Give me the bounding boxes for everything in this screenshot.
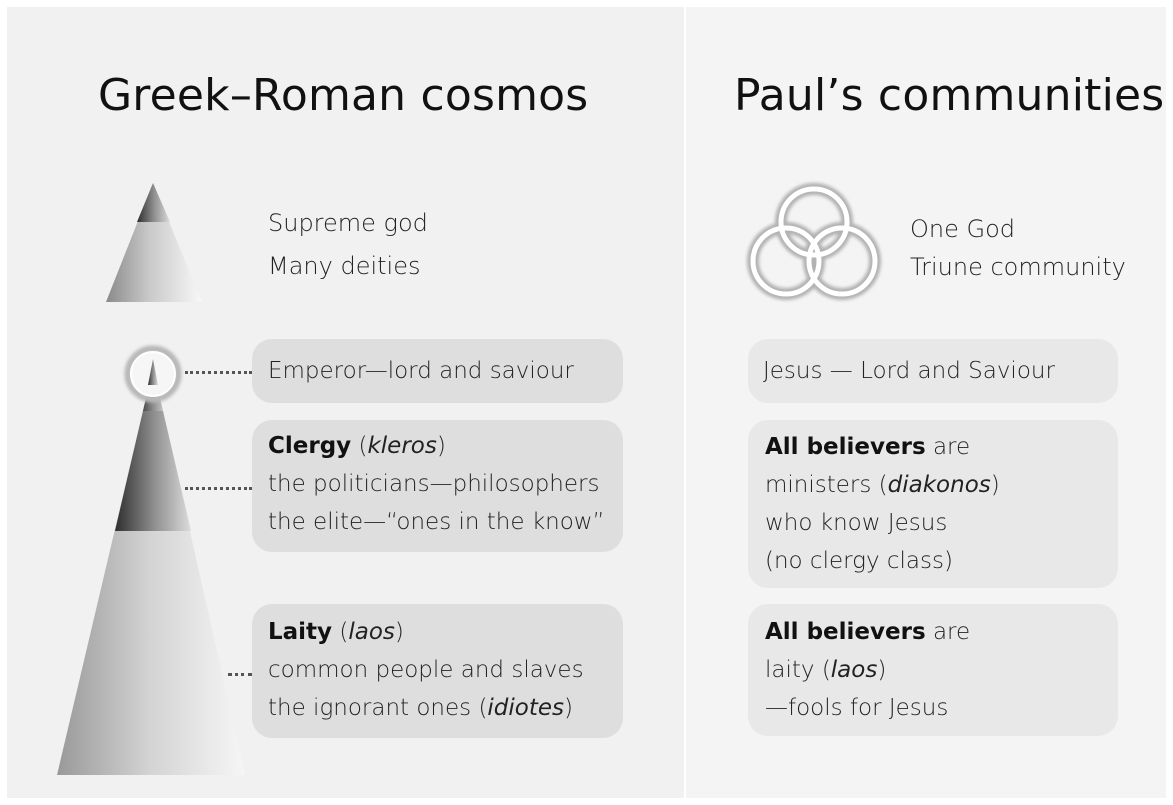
ministers-line-2-pre: ministers (	[765, 472, 888, 498]
clergy-paren-close: )	[436, 433, 446, 459]
clergy-heading-line: Clergy (kleros)	[268, 427, 623, 465]
clergy-heading: Clergy	[268, 433, 352, 459]
ministers-line-2: ministers (diakonos)	[765, 466, 1118, 504]
social-pyramid	[57, 368, 245, 775]
jesus-box: Jesus — Lord and Saviour	[748, 339, 1118, 403]
clergy-box: Clergy (kleros) the politicians—philosop…	[252, 420, 623, 552]
believers-laity-box: All believers are laity (laos) —fools fo…	[748, 604, 1118, 736]
triune-rings-icon	[747, 183, 881, 300]
laity-line-2-post: )	[564, 695, 574, 721]
believers-laity-line-3: —fools for Jesus	[765, 695, 949, 721]
jesus-text: Jesus — Lord and Saviour	[763, 358, 1055, 384]
emperor-text: Emperor—lord and saviour	[268, 358, 574, 384]
many-deities-label: Many deities	[268, 252, 421, 280]
ministers-line-2-post: )	[990, 472, 1000, 498]
laity-line-2: the ignorant ones (idiotes)	[268, 689, 623, 727]
laity-box: Laity (laos) common people and slaves th…	[252, 604, 623, 738]
ministers-line-4: (no clergy class)	[765, 548, 953, 574]
emperor-box: Emperor—lord and saviour	[252, 339, 623, 403]
laos-term: laos	[830, 657, 878, 683]
ministers-heading-tail: are	[925, 434, 971, 460]
emperor-leader-line	[185, 371, 252, 374]
believers-laity-heading-line: All believers are	[765, 613, 1118, 651]
emperor-ring-icon	[124, 345, 182, 403]
clergy-line-1: the politicians—philosophers	[268, 471, 600, 497]
laity-line-1: common people and slaves	[268, 657, 584, 683]
believers-laity-line-2: laity (laos)	[765, 651, 1118, 689]
laity-line-2-pre: the ignorant ones (	[268, 695, 488, 721]
clergy-term: kleros	[367, 433, 437, 459]
idiotes-term: idiotes	[487, 695, 565, 721]
diakonos-term: diakonos	[887, 472, 991, 498]
supreme-god-label: Supreme god	[268, 209, 428, 237]
believers-laity-heading-tail: are	[925, 619, 971, 645]
believers-laity-line-2-post: )	[877, 657, 887, 683]
right-title: Paul’s communities	[734, 70, 1165, 121]
laity-paren-close: )	[394, 619, 404, 645]
ministers-heading-line: All believers are	[765, 428, 1118, 466]
clergy-paren-open: (	[351, 433, 368, 459]
ministers-line-3: who know Jesus	[765, 510, 948, 536]
left-title: Greek–Roman cosmos	[98, 70, 589, 121]
believers-laity-heading: All believers	[765, 619, 926, 645]
supreme-god-pyramid	[106, 183, 202, 302]
ministers-box: All believers are ministers (diakonos) w…	[748, 420, 1118, 588]
one-god-label: One God	[910, 215, 1016, 243]
clergy-line-2: the elite—“ones in the know”	[268, 509, 605, 535]
laity-heading: Laity	[268, 619, 333, 645]
believers-laity-line-2-pre: laity (	[765, 657, 831, 683]
laity-term: laos	[348, 619, 395, 645]
laity-paren-open: (	[332, 619, 349, 645]
laity-leader-line	[228, 673, 252, 676]
clergy-leader-line	[185, 487, 252, 490]
ministers-heading: All believers	[765, 434, 926, 460]
triune-community-label: Triune community	[910, 253, 1126, 281]
laity-heading-line: Laity (laos)	[268, 613, 623, 651]
